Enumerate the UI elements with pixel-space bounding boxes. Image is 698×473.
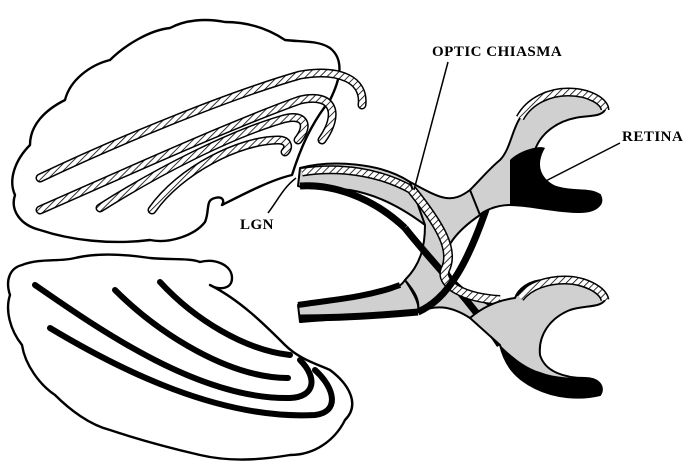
- label-lgn-group: LGN: [240, 178, 296, 233]
- label-retina: RETINA: [622, 129, 683, 145]
- label-lgn: LGN: [240, 217, 274, 233]
- leader-retina: [532, 143, 620, 188]
- label-optic-chiasma: OPTIC CHIASMA: [432, 44, 562, 60]
- leader-lgn: [268, 178, 296, 213]
- lower-hemisphere: [8, 255, 352, 460]
- upper-hemisphere: [12, 20, 339, 242]
- lower-optic-tract: [298, 280, 418, 322]
- upper-eye: [470, 92, 605, 215]
- label-retina-group: RETINA: [532, 129, 683, 188]
- upper-optic-tract: [298, 164, 426, 228]
- leader-optic-chiasma: [414, 62, 448, 190]
